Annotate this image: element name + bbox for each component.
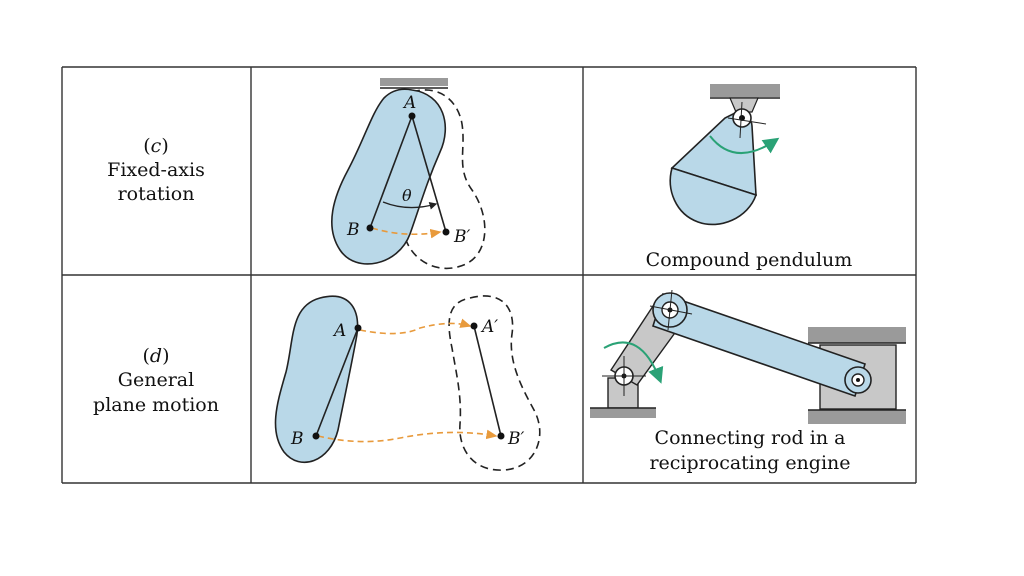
fixed-axis-diagram: θ A B B′ bbox=[331, 78, 486, 270]
table-grid bbox=[61, 66, 917, 484]
point-a-start bbox=[354, 324, 362, 332]
row-c-line2: rotation bbox=[118, 183, 195, 205]
label-a: A bbox=[402, 93, 416, 113]
label-a-end: A′ bbox=[480, 317, 498, 337]
label-b-end: B′ bbox=[507, 429, 524, 449]
path-arrow-b bbox=[371, 227, 442, 239]
label-b: B bbox=[346, 220, 360, 240]
row-c-line1: Fixed-axis bbox=[107, 159, 205, 181]
cylinder-top bbox=[808, 327, 906, 343]
point-b bbox=[366, 224, 374, 232]
pendulum-ceiling bbox=[710, 84, 780, 97]
row-d-label: (d) General plane motion bbox=[93, 345, 219, 416]
radius-line-ab bbox=[369, 115, 413, 229]
line-ab bbox=[315, 327, 359, 437]
engine-caption-line2: reciprocating engine bbox=[649, 452, 850, 474]
rotation-arrow bbox=[709, 135, 780, 154]
angle-arc bbox=[382, 201, 438, 210]
cylinder-bottom bbox=[808, 410, 906, 424]
row-c-letter: (c) bbox=[143, 135, 169, 157]
row-d-line1: General bbox=[118, 369, 194, 391]
path-arrow-a bbox=[359, 318, 472, 335]
rigid-body-end-outline bbox=[448, 295, 541, 471]
point-a-end bbox=[470, 322, 478, 330]
point-b-prime bbox=[442, 228, 450, 236]
point-b-end bbox=[497, 432, 505, 440]
radius-line-ab-prime bbox=[411, 115, 447, 233]
compound-pendulum: Compound pendulum bbox=[646, 84, 853, 271]
pendulum-caption: Compound pendulum bbox=[646, 249, 853, 271]
connecting-rod-engine: Connecting rod in a reciprocating engine bbox=[590, 289, 906, 474]
row-c-label: (c) Fixed-axis rotation bbox=[107, 135, 205, 205]
row-d-letter: (d) bbox=[142, 345, 169, 367]
row-d-line2: plane motion bbox=[93, 394, 219, 416]
pendulum-bob bbox=[669, 166, 758, 226]
theta-label: θ bbox=[402, 186, 412, 205]
ceiling-support bbox=[380, 78, 448, 86]
crank-ground bbox=[590, 408, 656, 418]
line-ab-prime bbox=[473, 325, 502, 437]
label-a-start: A bbox=[332, 321, 346, 341]
point-a bbox=[408, 112, 416, 120]
pendulum-bracket bbox=[729, 97, 759, 113]
general-plane-diagram: A A′ B B′ bbox=[274, 295, 541, 471]
label-b-prime: B′ bbox=[453, 227, 470, 247]
point-b-start bbox=[312, 432, 320, 440]
engine-caption-line1: Connecting rod in a bbox=[655, 427, 846, 449]
crank-rotation-arrow bbox=[603, 341, 664, 384]
label-b-start: B bbox=[290, 429, 304, 449]
path-arrow-b-plane bbox=[317, 429, 498, 443]
